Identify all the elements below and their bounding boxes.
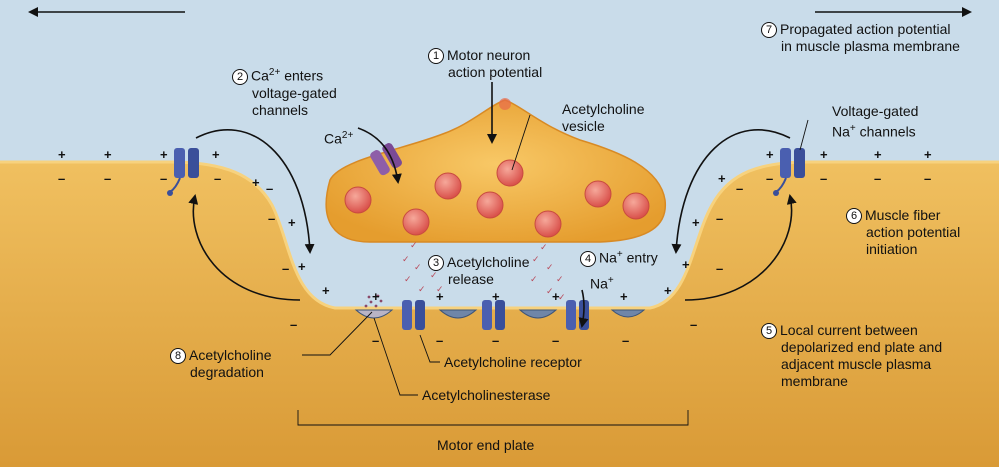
plus-charge: +: [552, 289, 560, 304]
plus-charge: +: [766, 147, 774, 162]
minus-charge: –: [690, 317, 698, 332]
svg-text:✓: ✓: [546, 263, 554, 273]
plus-charge: +: [874, 147, 882, 162]
minus-charge: –: [214, 171, 222, 186]
plus-charge: +: [682, 257, 690, 272]
plus-charge: +: [212, 147, 220, 162]
plus-charge: +: [104, 147, 112, 162]
arrows: [28, 7, 972, 328]
minus-charge: –: [736, 181, 744, 196]
plus-charge: +: [160, 147, 168, 162]
sodium-channel-right: [773, 148, 805, 196]
label-calcium-ion: Ca2+: [324, 130, 354, 147]
plus-charge: +: [58, 147, 66, 162]
plus-charge: +: [252, 175, 260, 190]
label-sodium-ion: Na+: [590, 275, 614, 292]
sodium-channel-left: [167, 148, 199, 196]
minus-charge: –: [372, 333, 380, 348]
plus-charge: +: [664, 283, 672, 298]
minus-charge: –: [766, 171, 774, 186]
acetylcholine-vesicles: [344, 159, 650, 238]
minus-charge: –: [58, 171, 66, 186]
plus-charge: +: [288, 215, 296, 230]
svg-text:✓: ✓: [530, 275, 538, 285]
svg-text:✓: ✓: [546, 287, 554, 297]
minus-charge: –: [820, 171, 828, 186]
acetylcholine-molecules: ✓✓✓ ✓✓✓ ✓✓✓ ✓✓✓ ✓✓: [402, 241, 566, 303]
svg-text:✓: ✓: [540, 243, 548, 253]
svg-text:✓: ✓: [556, 275, 564, 285]
minus-charge: –: [924, 171, 932, 186]
svg-text:✓: ✓: [418, 285, 426, 295]
leader-lines: [297, 114, 809, 426]
plus-charge: +: [718, 171, 726, 186]
svg-text:✓: ✓: [558, 293, 566, 303]
minus-charge: –: [622, 333, 630, 348]
junctional-folds: [354, 309, 646, 319]
plus-charge: +: [298, 259, 306, 274]
minus-charge: –: [436, 333, 444, 348]
plus-charge: +: [924, 147, 932, 162]
minus-charge: –: [492, 333, 500, 348]
plus-charge: +: [620, 289, 628, 304]
minus-charge: –: [290, 317, 298, 332]
minus-charge: –: [104, 171, 112, 186]
label-motor-end-plate: Motor end plate: [437, 437, 535, 453]
minus-charge: –: [282, 261, 290, 276]
plus-charge: +: [820, 147, 828, 162]
plus-charge: +: [692, 215, 700, 230]
plus-charge: +: [436, 289, 444, 304]
label-acetylcholinesterase: Acetylcholinesterase: [422, 387, 551, 403]
minus-charge: –: [874, 171, 882, 186]
minus-charge: –: [268, 211, 276, 226]
action-potential-spot: [499, 98, 511, 110]
svg-text:✓: ✓: [410, 241, 418, 251]
svg-text:✓: ✓: [436, 285, 444, 295]
svg-text:✓: ✓: [532, 255, 540, 265]
plus-charge: +: [322, 283, 330, 298]
minus-charge: –: [266, 181, 274, 196]
plus-charge: +: [492, 289, 500, 304]
svg-text:✓: ✓: [430, 271, 438, 281]
svg-text:✓: ✓: [402, 255, 410, 265]
svg-text:✓: ✓: [414, 263, 422, 273]
minus-charge: –: [160, 171, 168, 186]
minus-charge: –: [552, 333, 560, 348]
label-na-channels: Voltage-gated Na+ channels: [832, 103, 919, 140]
acetylcholinesterase-dots: [364, 294, 383, 308]
label-receptor: Acetylcholine receptor: [444, 354, 582, 370]
plus-charge: +: [372, 289, 380, 304]
sarcolemma: [0, 160, 999, 310]
minus-charge: –: [716, 261, 724, 276]
minus-charge: –: [716, 211, 724, 226]
axon-terminal: [325, 99, 667, 243]
svg-text:✓: ✓: [404, 275, 412, 285]
